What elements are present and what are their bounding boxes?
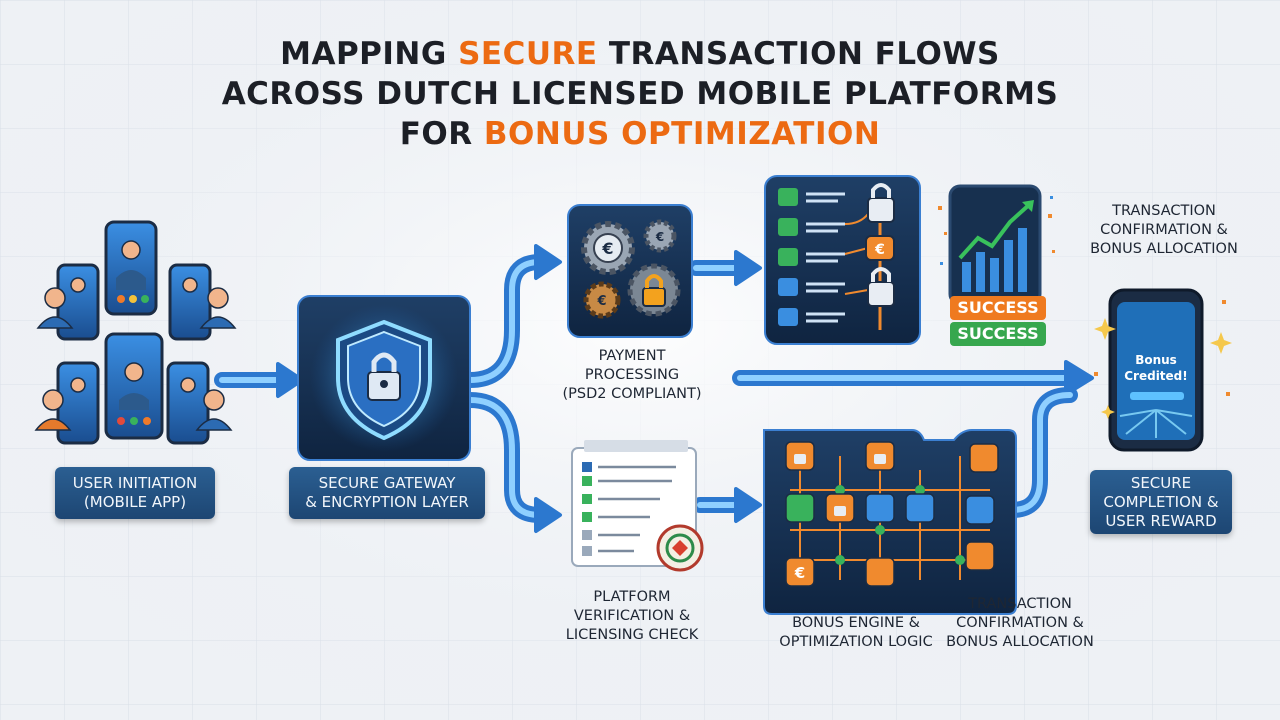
stage-transaction-confirmation-bottom: TRANSACTION CONFIRMATION & BONUS ALLOCAT… <box>946 596 1094 650</box>
arrow-user-to-gateway <box>214 362 304 398</box>
stage-user-initiation: USER INITIATION (MOBILE APP) <box>55 467 215 519</box>
phone-screen-line2: Credited! <box>1124 369 1188 383</box>
flow-arrows <box>214 244 1094 533</box>
arrow-payment-to-checklist <box>688 250 762 286</box>
bonus-engine-network-icon: € <box>763 429 1017 615</box>
arrow-middle-to-completion <box>732 360 1094 396</box>
shield-lock-icon <box>297 295 471 461</box>
stage-payment-processing: PAYMENT PROCESSING (PSD2 COMPLIANT) <box>562 348 702 402</box>
svg-text:€: € <box>596 294 606 309</box>
stage-platform-verification: PLATFORM VERIFICATION & LICENSING CHECK <box>565 589 699 643</box>
stage-secure-gateway: SECURE GATEWAY & ENCRYPTION LAYER <box>289 467 485 519</box>
svg-text:€: € <box>794 564 805 582</box>
svg-text:€: € <box>601 239 613 258</box>
arrow-gateway-to-payment <box>462 244 562 388</box>
growth-chart-phone-icon <box>938 184 1055 306</box>
svg-text:€: € <box>874 242 885 258</box>
stage-transaction-confirmation-top: TRANSACTION CONFIRMATION & BONUS ALLOCAT… <box>1090 203 1238 257</box>
phone-screen-text: Bonus Credited! <box>1117 352 1195 384</box>
success-badge-orange: SUCCESS <box>950 296 1046 320</box>
checklist-lock-icon: € <box>764 175 921 345</box>
users-phones-icon <box>34 220 237 445</box>
stage-secure-completion: SECURE COMPLETION & USER REWARD <box>1090 470 1232 534</box>
arrow-verification-to-engine <box>692 487 762 523</box>
stage-bonus-engine: BONUS ENGINE & OPTIMIZATION LOGIC <box>779 615 933 650</box>
euro-gears-icon: € € € <box>567 204 693 338</box>
license-document-icon <box>571 440 704 572</box>
phone-screen-line1: Bonus <box>1135 353 1177 367</box>
svg-text:€: € <box>655 230 664 244</box>
success-badge-green: SUCCESS <box>950 322 1046 346</box>
arrow-gateway-to-verification <box>462 392 562 533</box>
bonus-credited-phone-icon <box>1094 288 1232 452</box>
arrow-engine-to-completion <box>1004 387 1078 518</box>
page-title: MAPPING SECURE TRANSACTION FLOWS ACROSS … <box>221 36 1059 152</box>
